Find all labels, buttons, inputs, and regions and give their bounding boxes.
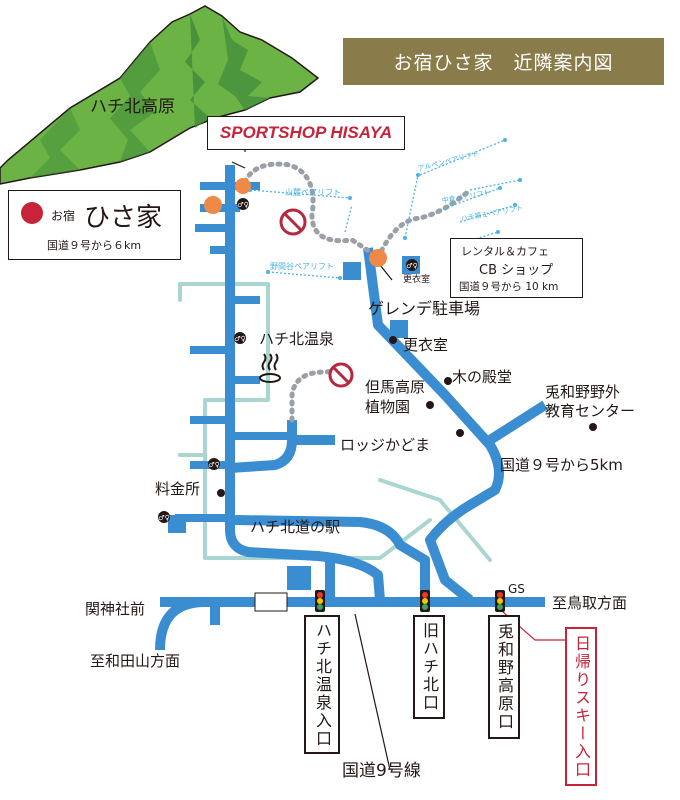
tunnel xyxy=(254,592,288,612)
gs-label: GS xyxy=(508,582,525,596)
tollgate-label: 料金所 xyxy=(155,480,201,498)
wadayama-label: 至和田山方面 xyxy=(90,652,181,670)
lodge-label: ロッジかどま xyxy=(340,436,431,454)
mountain-illustration xyxy=(0,5,320,185)
route9-label: 国道9号線 xyxy=(342,761,421,781)
cb-shop-line1: レンタル＆カフェ xyxy=(461,245,549,258)
entrance-hachikita-onsen: ハチ北温泉入口 xyxy=(304,615,340,754)
orange-markers xyxy=(204,178,387,267)
sportshop-name: SPORTSHOP HISAYA xyxy=(219,123,393,142)
usawano-label-1: 兎和野野外 xyxy=(545,383,621,401)
kinodono-label: 木の殿堂 xyxy=(452,368,513,386)
hot-spring-icon xyxy=(259,353,281,383)
cb-locker-label: 更衣室 xyxy=(403,275,431,285)
lift-lines xyxy=(249,139,521,279)
no-entry-icon xyxy=(328,362,354,388)
hisaya-box: お宿 ひさ家 国道９号から６km xyxy=(8,190,181,260)
traffic-light-icon xyxy=(315,590,325,612)
trails xyxy=(242,161,473,423)
traffic-light-icon xyxy=(420,590,430,612)
hisaya-logo-mark-icon xyxy=(21,202,43,224)
cb-shop-distance: 国道９号から 10 km xyxy=(459,281,559,293)
main-roads xyxy=(155,165,548,651)
cb-shop-box: レンタル＆カフェ CB ショップ 国道９号から 10 km xyxy=(450,238,583,298)
entrance-old-hachikita: 旧ハチ北口 xyxy=(413,615,445,719)
svg-text:♂♀: ♂♀ xyxy=(237,201,248,209)
no-entry-icon xyxy=(279,208,307,236)
tajima-label-1: 但馬高原 xyxy=(365,378,426,396)
svg-text:♂♀: ♂♀ xyxy=(406,262,417,270)
svg-text:♂♀: ♂♀ xyxy=(158,514,169,522)
station-label: ハチ北道の駅 xyxy=(250,518,341,536)
map-title: お宿ひさ家 近隣案内図 xyxy=(343,38,664,85)
entrance-usawano: 兎和野高原口 xyxy=(488,615,520,739)
lift-nomagari: 野間谷ペアリフト xyxy=(270,262,334,271)
svg-text:♂♀: ♂♀ xyxy=(208,461,219,469)
lift-sanroku: 山麓ペアリフト xyxy=(285,188,341,197)
tottori-label: 至鳥取方面 xyxy=(552,594,628,612)
svg-text:♂♀: ♂♀ xyxy=(234,335,245,343)
hisaya-distance: 国道９号から６km xyxy=(47,239,142,252)
kanjinja-label: 関神社前 xyxy=(85,600,146,618)
sportshop-box: SPORTSHOP HISAYA xyxy=(207,116,405,150)
hisaya-name: ひさ家 xyxy=(84,203,163,233)
restroom-glyphs: ♂♀ ♂♀ ♂♀ ♂♀ ♂♀ xyxy=(158,201,417,522)
traffic-light-icon xyxy=(495,590,505,612)
entrance-daytrip: 日帰りスキー入口 xyxy=(565,627,597,786)
area-name-label: ハチ北高原 xyxy=(90,97,175,117)
place-dots xyxy=(217,336,597,497)
cb-shop-line2: CB ショップ xyxy=(479,263,554,278)
locker-label: 更衣室 xyxy=(403,336,449,354)
tajima-label-2: 植物園 xyxy=(365,398,411,416)
parking-label: ゲレンデ駐車場 xyxy=(368,299,481,318)
usawano-label-2: 教育センター xyxy=(545,402,636,420)
route9-5km-label: 国道９号から5km xyxy=(500,456,623,474)
onsen-label: ハチ北温泉 xyxy=(259,330,335,348)
restroom-icon xyxy=(158,198,418,523)
hisaya-prefix: お宿 xyxy=(51,209,76,223)
